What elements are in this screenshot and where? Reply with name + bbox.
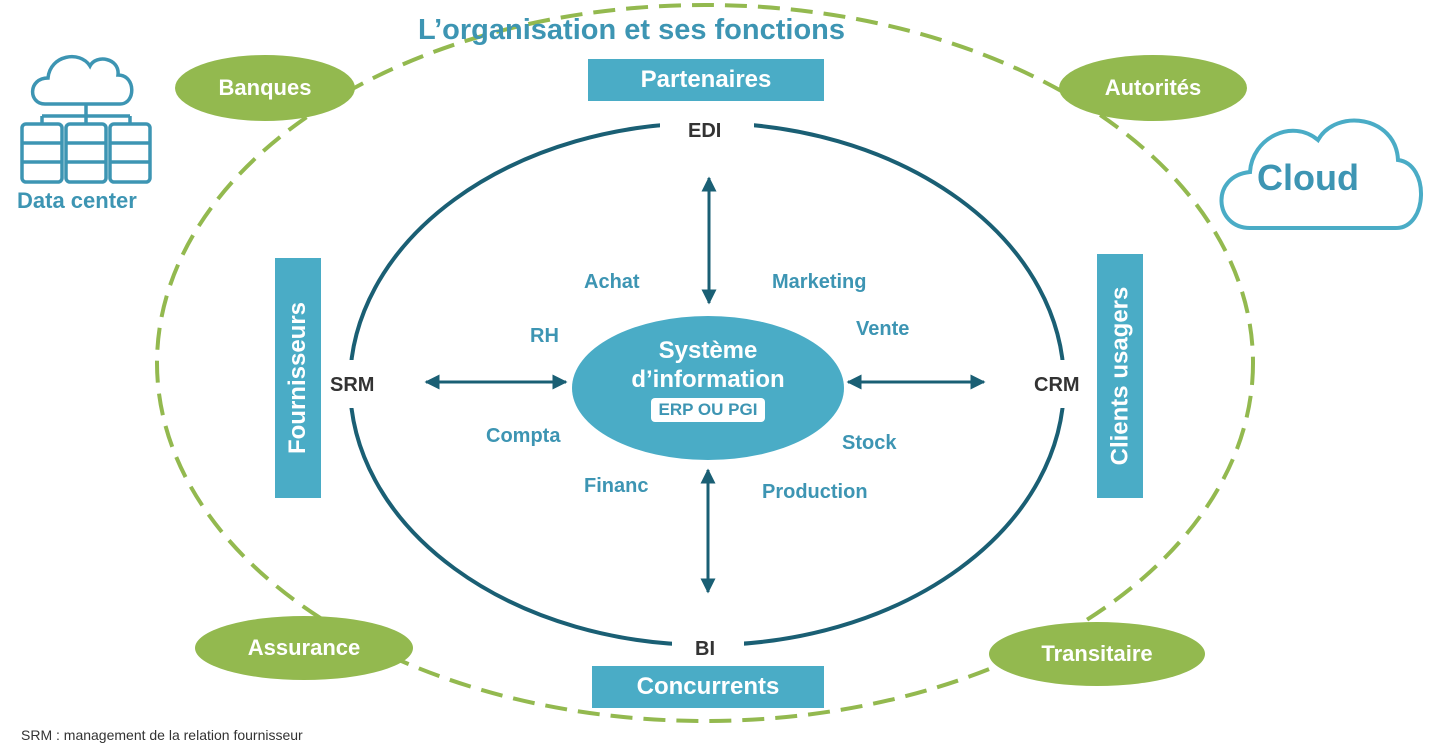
- function-achat: Achat: [584, 271, 640, 293]
- diagram-title: L’organisation et ses fonctions: [418, 14, 846, 46]
- box-partenaires-label: Partenaires: [640, 66, 772, 93]
- partner-banques: Banques: [175, 55, 355, 121]
- function-rh: RH: [530, 325, 559, 347]
- connector-edi: EDI: [688, 120, 722, 142]
- cloud-label: Cloud: [1257, 157, 1359, 198]
- function-marketing: Marketing: [772, 271, 867, 293]
- environment-dashed-ellipse: [155, 3, 1255, 723]
- partner-assurance: Assurance: [195, 616, 413, 680]
- box-concurrents-label: Concurrents: [636, 673, 780, 700]
- center-line2: d’information: [631, 366, 785, 393]
- partner-banques-label: Banques: [218, 75, 312, 100]
- erp-badge: ERP OU PGI: [650, 398, 766, 422]
- box-fournisseurs: Fournisseurs: [275, 258, 321, 498]
- connector-crm: CRM: [1034, 374, 1080, 396]
- function-compta: Compta: [486, 425, 561, 447]
- cloud-server-icon: [20, 55, 152, 184]
- box-partenaires: Partenaires: [588, 59, 824, 101]
- box-concurrents: Concurrents: [592, 666, 824, 708]
- data-center-label: Data center: [17, 188, 137, 213]
- footnote: SRM : management de la relation fourniss…: [21, 727, 303, 743]
- box-clients-usagers-label: Clients usagers: [1106, 286, 1134, 466]
- systeme-information: Système d’information ERP OU PGI: [572, 316, 844, 460]
- function-stock: Stock: [842, 432, 897, 454]
- center-line1: Système: [658, 337, 758, 364]
- function-production: Production: [762, 481, 868, 503]
- function-vente: Vente: [856, 318, 910, 340]
- connector-srm: SRM: [330, 374, 375, 396]
- partner-assurance-label: Assurance: [247, 635, 361, 660]
- connector-bi: BI: [695, 638, 715, 660]
- box-clients-usagers: Clients usagers: [1097, 254, 1143, 498]
- box-fournisseurs-label: Fournisseurs: [284, 301, 312, 455]
- partner-transitaire: Transitaire: [989, 622, 1205, 686]
- partner-transitaire-label: Transitaire: [1041, 641, 1153, 666]
- partner-autorites-label: Autorités: [1104, 75, 1202, 100]
- cloud-icon: [1219, 118, 1423, 230]
- partner-autorites: Autorités: [1059, 55, 1247, 121]
- function-financ: Financ: [584, 475, 649, 497]
